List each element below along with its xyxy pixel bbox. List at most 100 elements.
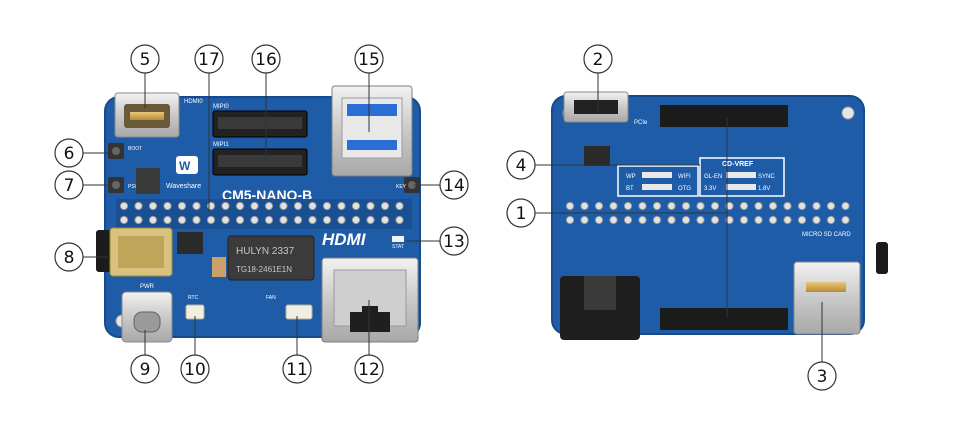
mipi0-connector: MIPI0 (212, 104, 308, 138)
ethernet-port (321, 257, 419, 343)
gpio-pad (652, 201, 662, 211)
gpio-pad (725, 215, 734, 225)
callout-12: 12 (354, 354, 384, 384)
gpio-pad (250, 201, 259, 211)
svg-text:12: 12 (358, 360, 380, 380)
gpio-pad (395, 201, 404, 211)
back-chip (584, 146, 610, 166)
usb3-port (331, 85, 413, 177)
brand-label: Waveshare (166, 183, 201, 190)
boot-button: BOOT (108, 143, 142, 159)
bt-label: BT (626, 186, 634, 192)
stat-label: STAT (392, 244, 404, 250)
gpio-pad (264, 201, 274, 211)
back-audio-jack-edge (876, 242, 888, 274)
gpio-pad (192, 215, 201, 225)
gpio-header (116, 199, 412, 229)
gpio-pad (725, 201, 734, 211)
gpio-pad (667, 215, 676, 225)
gpio-pad (768, 215, 778, 225)
svg-text:8: 8 (64, 248, 75, 268)
gpio-pad (739, 215, 749, 225)
crystal (212, 257, 226, 277)
gpio-pad (163, 201, 172, 211)
callout-10: 10 (180, 354, 210, 384)
callout-5: 5 (130, 44, 160, 74)
gpio-pad (826, 215, 836, 225)
gpio-pad (768, 201, 778, 211)
callout-8: 8 (54, 242, 84, 272)
gpio-pad (580, 201, 589, 211)
gpio-pad (812, 201, 821, 211)
callout-1: 1 (506, 198, 536, 228)
gpio-pad (293, 215, 303, 225)
svg-text:3: 3 (817, 367, 828, 387)
status-led: STAT (392, 236, 404, 250)
gpio-pad (148, 215, 158, 225)
mipi1-label: MIPI1 (213, 142, 229, 148)
gpio-pad (696, 201, 705, 211)
gpio-pad (134, 201, 143, 211)
gpio-pad (710, 215, 720, 225)
gpio-pad (308, 201, 317, 211)
gpio-pad (565, 201, 575, 211)
gpio-pad (235, 215, 245, 225)
gpio-pad (638, 215, 647, 225)
gpio-pad (351, 201, 361, 211)
gpio-pad (279, 201, 288, 211)
sync-label: SYNC (758, 174, 775, 180)
gpio-pad (293, 201, 303, 211)
fan-connector: FAN (266, 295, 313, 320)
svg-text:7: 7 (64, 176, 75, 196)
gpio-pad (594, 201, 604, 211)
transformer-line2: TG18-2461E1N (236, 265, 292, 274)
svg-text:W: W (179, 159, 191, 173)
callout-15: 15 (354, 44, 384, 74)
gpio-pad (623, 201, 633, 211)
key-button: KEY (396, 177, 420, 193)
usb-c-power-port: PWR (121, 284, 173, 343)
gpio-pad (681, 215, 691, 225)
callout-4: 4 (506, 150, 536, 180)
callout-17: 17 (194, 44, 224, 74)
gpio-pad (221, 215, 230, 225)
svg-text:14: 14 (443, 176, 465, 196)
svg-text:17: 17 (198, 50, 220, 70)
callout-9: 9 (130, 354, 160, 384)
gpio-pad (594, 215, 604, 225)
gpio-pad (337, 215, 346, 225)
gpio-pad (580, 215, 589, 225)
gpio-pad (366, 215, 375, 225)
gpio-pad (337, 201, 346, 211)
mipi0-label: MIPI0 (213, 104, 229, 110)
v33-label: 3.3V (704, 186, 716, 192)
hdmi-logo: HDMI (322, 230, 367, 249)
gpio-pad (148, 201, 158, 211)
gpio-pad (739, 201, 749, 211)
gpio-pad (264, 215, 274, 225)
transformer-line1: HULYN 2337 (236, 246, 295, 257)
gpio-pad (812, 215, 821, 225)
micro-sd-slot: MICRO SD CARD (793, 232, 861, 335)
cd-vref-label: CD-VREF (722, 161, 754, 168)
gpio-pad (565, 215, 575, 225)
gpio-pad (841, 201, 850, 211)
gpio-pad (652, 215, 662, 225)
gpio-pad (177, 201, 187, 211)
svg-text:5: 5 (140, 50, 151, 70)
key-label: KEY (396, 184, 407, 190)
lan-transformer: HULYN 2337 TG18-2461E1N (227, 235, 315, 281)
gpio-pad (754, 201, 763, 211)
callout-11: 11 (282, 354, 312, 384)
gpio-pad (696, 215, 705, 225)
svg-text:15: 15 (358, 50, 380, 70)
gpio-pad (395, 215, 404, 225)
fan-label: FAN (266, 295, 276, 301)
gpio-pad (206, 215, 216, 225)
gpio-pad (797, 201, 807, 211)
callout-16: 16 (251, 44, 281, 74)
gpio-pad (609, 215, 618, 225)
gpio-pad (235, 201, 245, 211)
psw-label: PSW (128, 184, 140, 190)
